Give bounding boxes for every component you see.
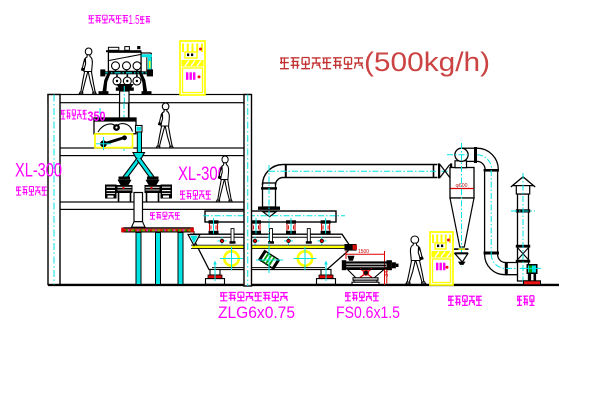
svg-text:XL-300: XL-300: [15, 161, 62, 182]
svg-text:350: 350: [88, 109, 106, 124]
svg-text:ZLG6x0.75: ZLG6x0.75: [218, 304, 295, 322]
svg-text:1500: 1500: [358, 249, 369, 255]
svg-text:FS0.6x1.5: FS0.6x1.5: [336, 304, 400, 322]
svg-text:1.5: 1.5: [129, 12, 140, 27]
svg-text:(500kg/h): (500kg/h): [364, 47, 490, 77]
svg-text:XL-300: XL-300: [178, 164, 226, 185]
